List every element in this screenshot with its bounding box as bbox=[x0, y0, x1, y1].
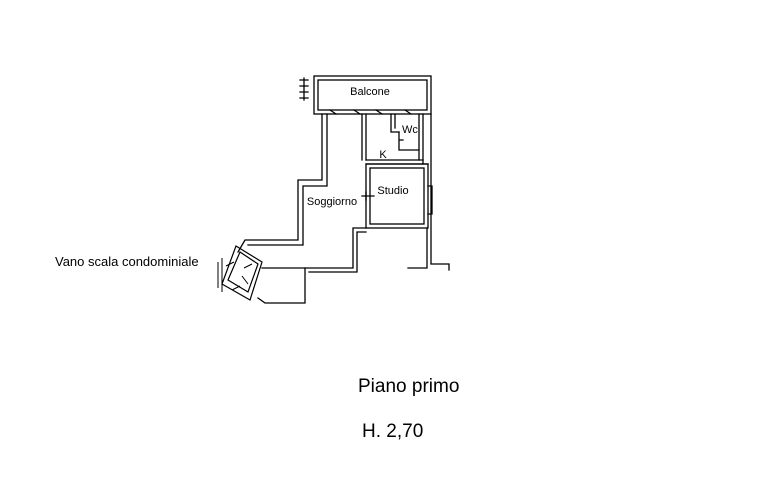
soggiorno-step-wall-inner bbox=[308, 231, 367, 273]
right-outer-wall bbox=[407, 113, 450, 271]
studio-window bbox=[427, 185, 433, 215]
wc-walls bbox=[390, 113, 424, 165]
room-label-soggiorno: Soggiorno bbox=[307, 196, 357, 208]
room-label-wc: Wc bbox=[402, 124, 418, 136]
corridor-wall bbox=[361, 113, 367, 161]
floor-title: Piano primo bbox=[358, 376, 459, 397]
soggiorno-left-wall bbox=[237, 113, 323, 253]
stair-block bbox=[217, 245, 263, 301]
stair-label: Vano scala condominiale bbox=[55, 254, 199, 269]
room-label-studio: Studio bbox=[377, 185, 408, 197]
balcony-railing bbox=[299, 77, 309, 101]
room-label-balcone: Balcone bbox=[350, 86, 390, 98]
stair-inner bbox=[227, 251, 259, 293]
height-label: H. 2,70 bbox=[362, 421, 423, 442]
balcony-doors bbox=[329, 109, 412, 115]
walls bbox=[237, 75, 450, 304]
soggiorno-step-wall bbox=[304, 227, 367, 269]
soggiorno-bottom-wall bbox=[257, 267, 306, 304]
balcony-inner-outline bbox=[317, 79, 428, 111]
soggiorno-left-wall-inner bbox=[247, 113, 328, 246]
stair-outline bbox=[221, 245, 263, 301]
studio-door bbox=[361, 191, 375, 201]
stair-side-wall bbox=[217, 258, 223, 292]
wc-door bbox=[398, 131, 420, 151]
stair-hatch bbox=[225, 261, 253, 291]
room-label-k: K bbox=[379, 149, 387, 161]
balcony-outline bbox=[313, 75, 432, 115]
